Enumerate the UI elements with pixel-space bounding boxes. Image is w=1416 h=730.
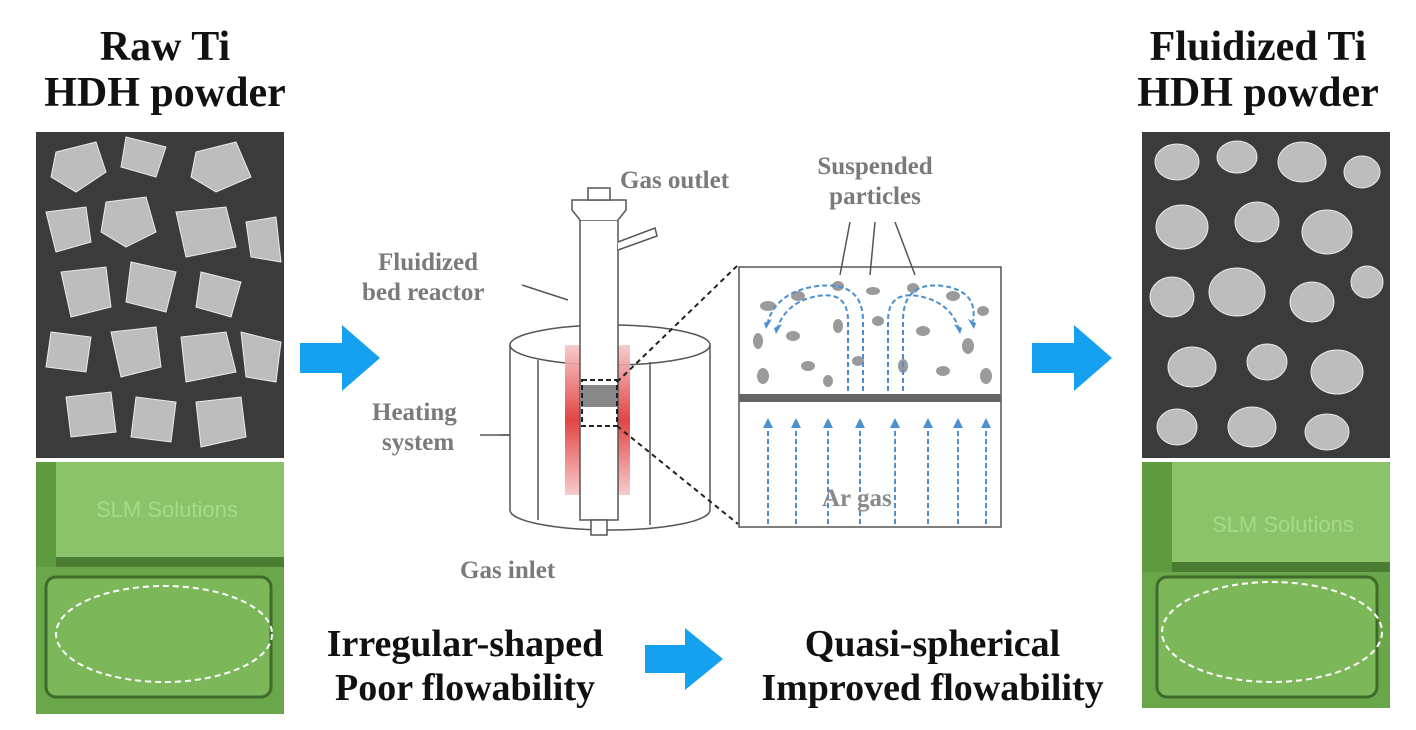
arrow-right-icon xyxy=(300,325,380,391)
reactor-label-line1: Fluidized xyxy=(378,249,479,276)
heating-system-label: Heating system xyxy=(372,398,492,458)
heating-label-line2: system xyxy=(382,429,455,456)
irregular-powder-micrograph xyxy=(36,132,284,458)
fluidization-detail-box xyxy=(738,266,1002,528)
reactor-pointer-lines xyxy=(500,284,569,436)
right-title: Fluidized Ti HDH powder xyxy=(1110,24,1406,116)
arrow-right-icon xyxy=(645,628,723,690)
right-title-line2: HDH powder xyxy=(1137,70,1379,116)
reactor-label: Fluidized bed reactor xyxy=(362,248,522,308)
ar-gas-label: Ar gas xyxy=(822,485,892,512)
zoom-lines xyxy=(616,264,739,525)
left-spread-text: SLM Solutions xyxy=(96,497,238,522)
after-caption: Quasi-spherical Improved flowability xyxy=(735,622,1130,710)
right-spread-text: SLM Solutions xyxy=(1212,512,1354,537)
spreading-test-photo: SLM Solutions xyxy=(1142,462,1390,708)
fluidized-powder-sem-image xyxy=(1142,132,1390,458)
quasi-spherical-powder-micrograph xyxy=(1142,132,1390,458)
suspended-line1: Suspended xyxy=(817,153,933,180)
fluidized-bed-reactor-diagram xyxy=(509,187,711,536)
arrow-right-icon xyxy=(1032,325,1112,391)
gas-outlet-label: Gas outlet xyxy=(620,167,730,194)
suspended-line2: particles xyxy=(829,183,921,210)
heating-label-line1: Heating xyxy=(372,399,457,426)
heating-pointer-line xyxy=(480,434,510,436)
before-caption-line1: Irregular-shaped xyxy=(326,623,604,665)
reactor-label-line2: bed reactor xyxy=(362,279,485,306)
left-title-line1: Raw Ti xyxy=(99,24,231,70)
fluidized-powder-spread-image: SLM Solutions xyxy=(1142,462,1390,708)
gas-inlet-label: Gas inlet xyxy=(460,557,556,584)
pointer-lines xyxy=(839,221,916,276)
before-caption: Irregular-shaped Poor flowability xyxy=(300,622,630,710)
after-caption-line1: Quasi-spherical xyxy=(804,623,1061,665)
before-caption-line2: Poor flowability xyxy=(334,667,595,709)
after-caption-line2: Improved flowability xyxy=(761,667,1104,709)
suspended-particles-label: Suspended particles xyxy=(800,152,950,212)
raw-powder-sem-image xyxy=(36,132,284,458)
left-title-line2: HDH powder xyxy=(44,70,286,116)
right-title-line1: Fluidized Ti xyxy=(1149,24,1367,70)
spreading-test-photo: SLM Solutions xyxy=(36,462,284,714)
left-title: Raw Ti HDH powder xyxy=(20,24,310,116)
raw-powder-spread-image: SLM Solutions xyxy=(36,462,284,714)
